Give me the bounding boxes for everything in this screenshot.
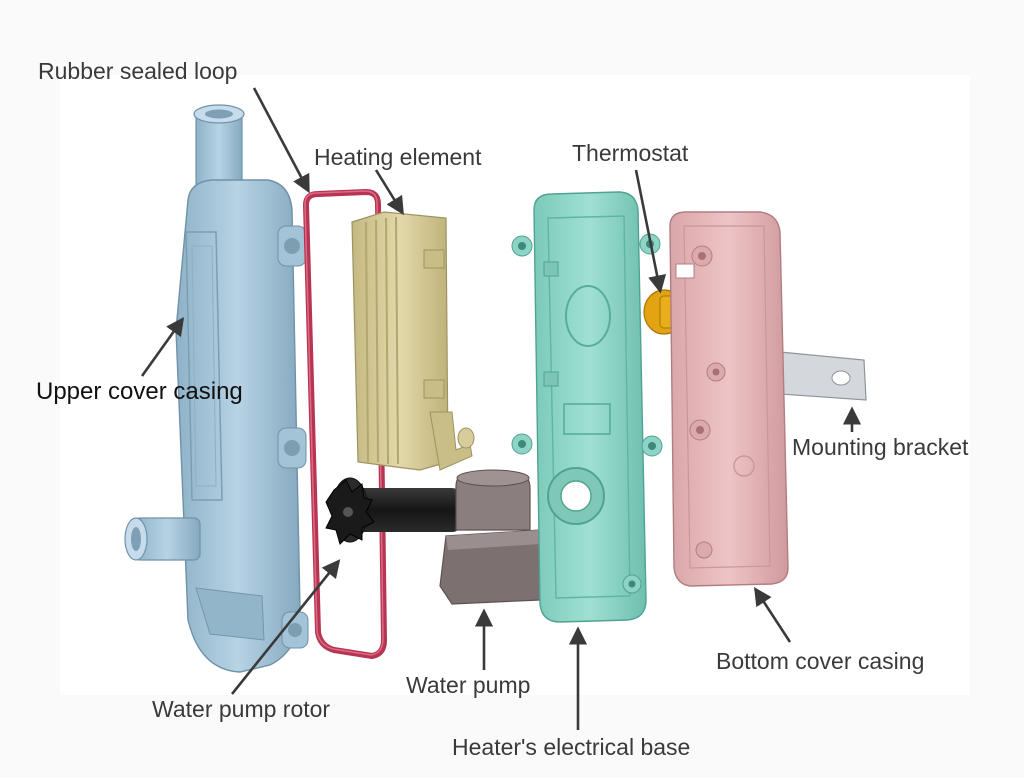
electrical-base-part [511, 191, 663, 623]
label-water-pump-rotor: Water pump rotor [152, 696, 331, 722]
mounting-bracket-part [779, 351, 867, 401]
label-mounting-bracket: Mounting bracket [792, 434, 969, 460]
label-heating-element: Heating element [314, 144, 482, 170]
arrow-rubber-sealed-loop [252, 87, 310, 194]
arrow-bottom-cover-casing [754, 586, 792, 643]
upper-cover-casing-part [124, 104, 309, 673]
bottom-cover-casing-part [669, 211, 789, 587]
leader-arrows [140, 87, 862, 730]
label-bottom-cover-casing: Bottom cover casing [716, 648, 925, 674]
water-pump-part [439, 469, 547, 605]
arrow-heating-element [374, 169, 404, 216]
label-upper-cover-casing: Upper cover casing [36, 378, 243, 405]
arrow-water-pump-rotor [230, 559, 341, 695]
rubber-sealed-loop-part [303, 189, 387, 659]
heating-element-part [351, 211, 475, 471]
label-thermostat: Thermostat [572, 140, 689, 166]
water-pump-rotor-part [325, 477, 462, 545]
arrow-upper-cover-casing [140, 317, 185, 377]
arrow-thermostat [634, 169, 667, 294]
label-rubber-sealed-loop: Rubber sealed loop [38, 58, 238, 84]
label-water-pump: Water pump [406, 672, 531, 698]
label-electrical-base: Heater's electrical base [452, 734, 691, 760]
